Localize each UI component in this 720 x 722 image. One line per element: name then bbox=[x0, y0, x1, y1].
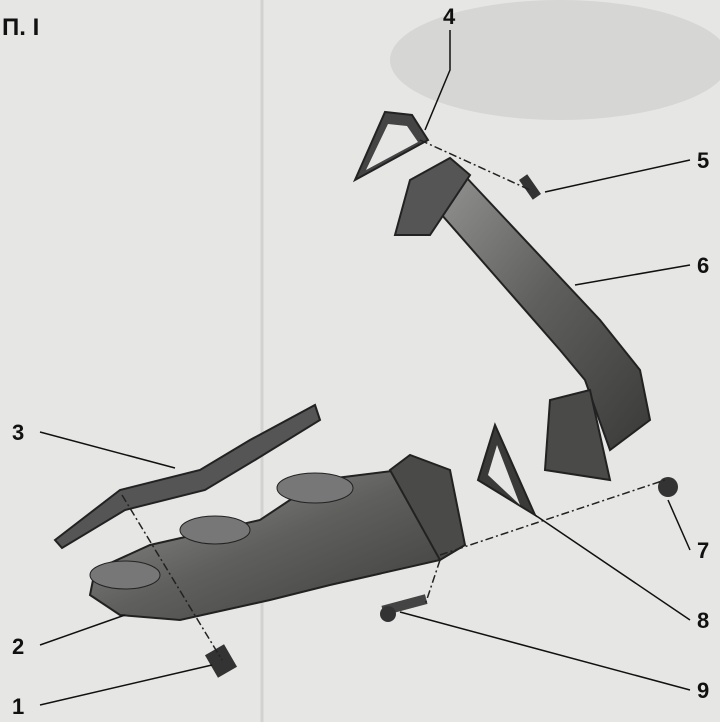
callout-8: 8 bbox=[697, 608, 710, 633]
manifold-flange bbox=[388, 453, 467, 562]
gasket-4-hole bbox=[366, 124, 418, 170]
gasket-8-hole bbox=[488, 445, 520, 505]
leader-lines bbox=[39, 30, 691, 706]
callout-9: 9 bbox=[697, 678, 710, 703]
callout-7: 7 bbox=[697, 538, 710, 563]
callout-5: 5 bbox=[697, 148, 710, 173]
callout-2: 2 bbox=[12, 634, 25, 659]
gasket-3 bbox=[53, 403, 322, 550]
callout-1: 1 bbox=[12, 694, 25, 719]
background-shadow bbox=[390, 0, 720, 120]
callout-6: 6 bbox=[697, 253, 710, 278]
nut-7 bbox=[658, 477, 678, 497]
callout-4: 4 bbox=[443, 4, 456, 29]
figure-label: П. I bbox=[2, 14, 40, 41]
bolt-5 bbox=[519, 174, 541, 200]
bolt-9-head bbox=[380, 606, 396, 622]
pipe-6 bbox=[418, 158, 652, 452]
assembly-axes bbox=[121, 139, 666, 661]
manifold-port-1 bbox=[89, 560, 161, 590]
manifold-port-3 bbox=[276, 472, 354, 504]
pipe-6-flange bbox=[393, 156, 472, 236]
pipe-6-lower-flange bbox=[543, 388, 612, 482]
callout-3: 3 bbox=[12, 420, 25, 445]
manifold-port-2 bbox=[179, 515, 251, 545]
nut-1 bbox=[204, 644, 238, 678]
